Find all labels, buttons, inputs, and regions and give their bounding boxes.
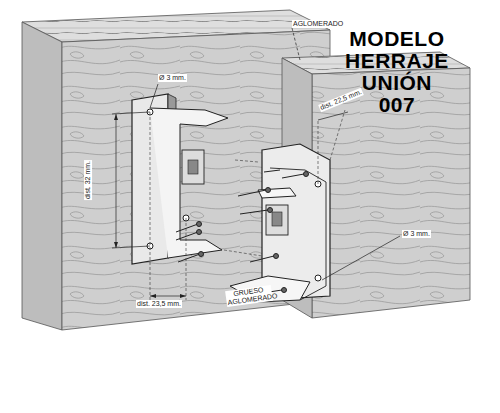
diameter-label: Ø 3 mm. xyxy=(402,230,431,238)
diameter-label: Ø 3 mm. xyxy=(158,74,187,82)
dimension-label: dist. 32 mm. xyxy=(84,160,92,200)
thickness-label: AGLOMERADO xyxy=(292,20,344,28)
dimension-label: dist. 23,5 mm. xyxy=(136,300,182,308)
model-title: MODELO HERRAJE UNIÓN 007 xyxy=(345,28,449,116)
